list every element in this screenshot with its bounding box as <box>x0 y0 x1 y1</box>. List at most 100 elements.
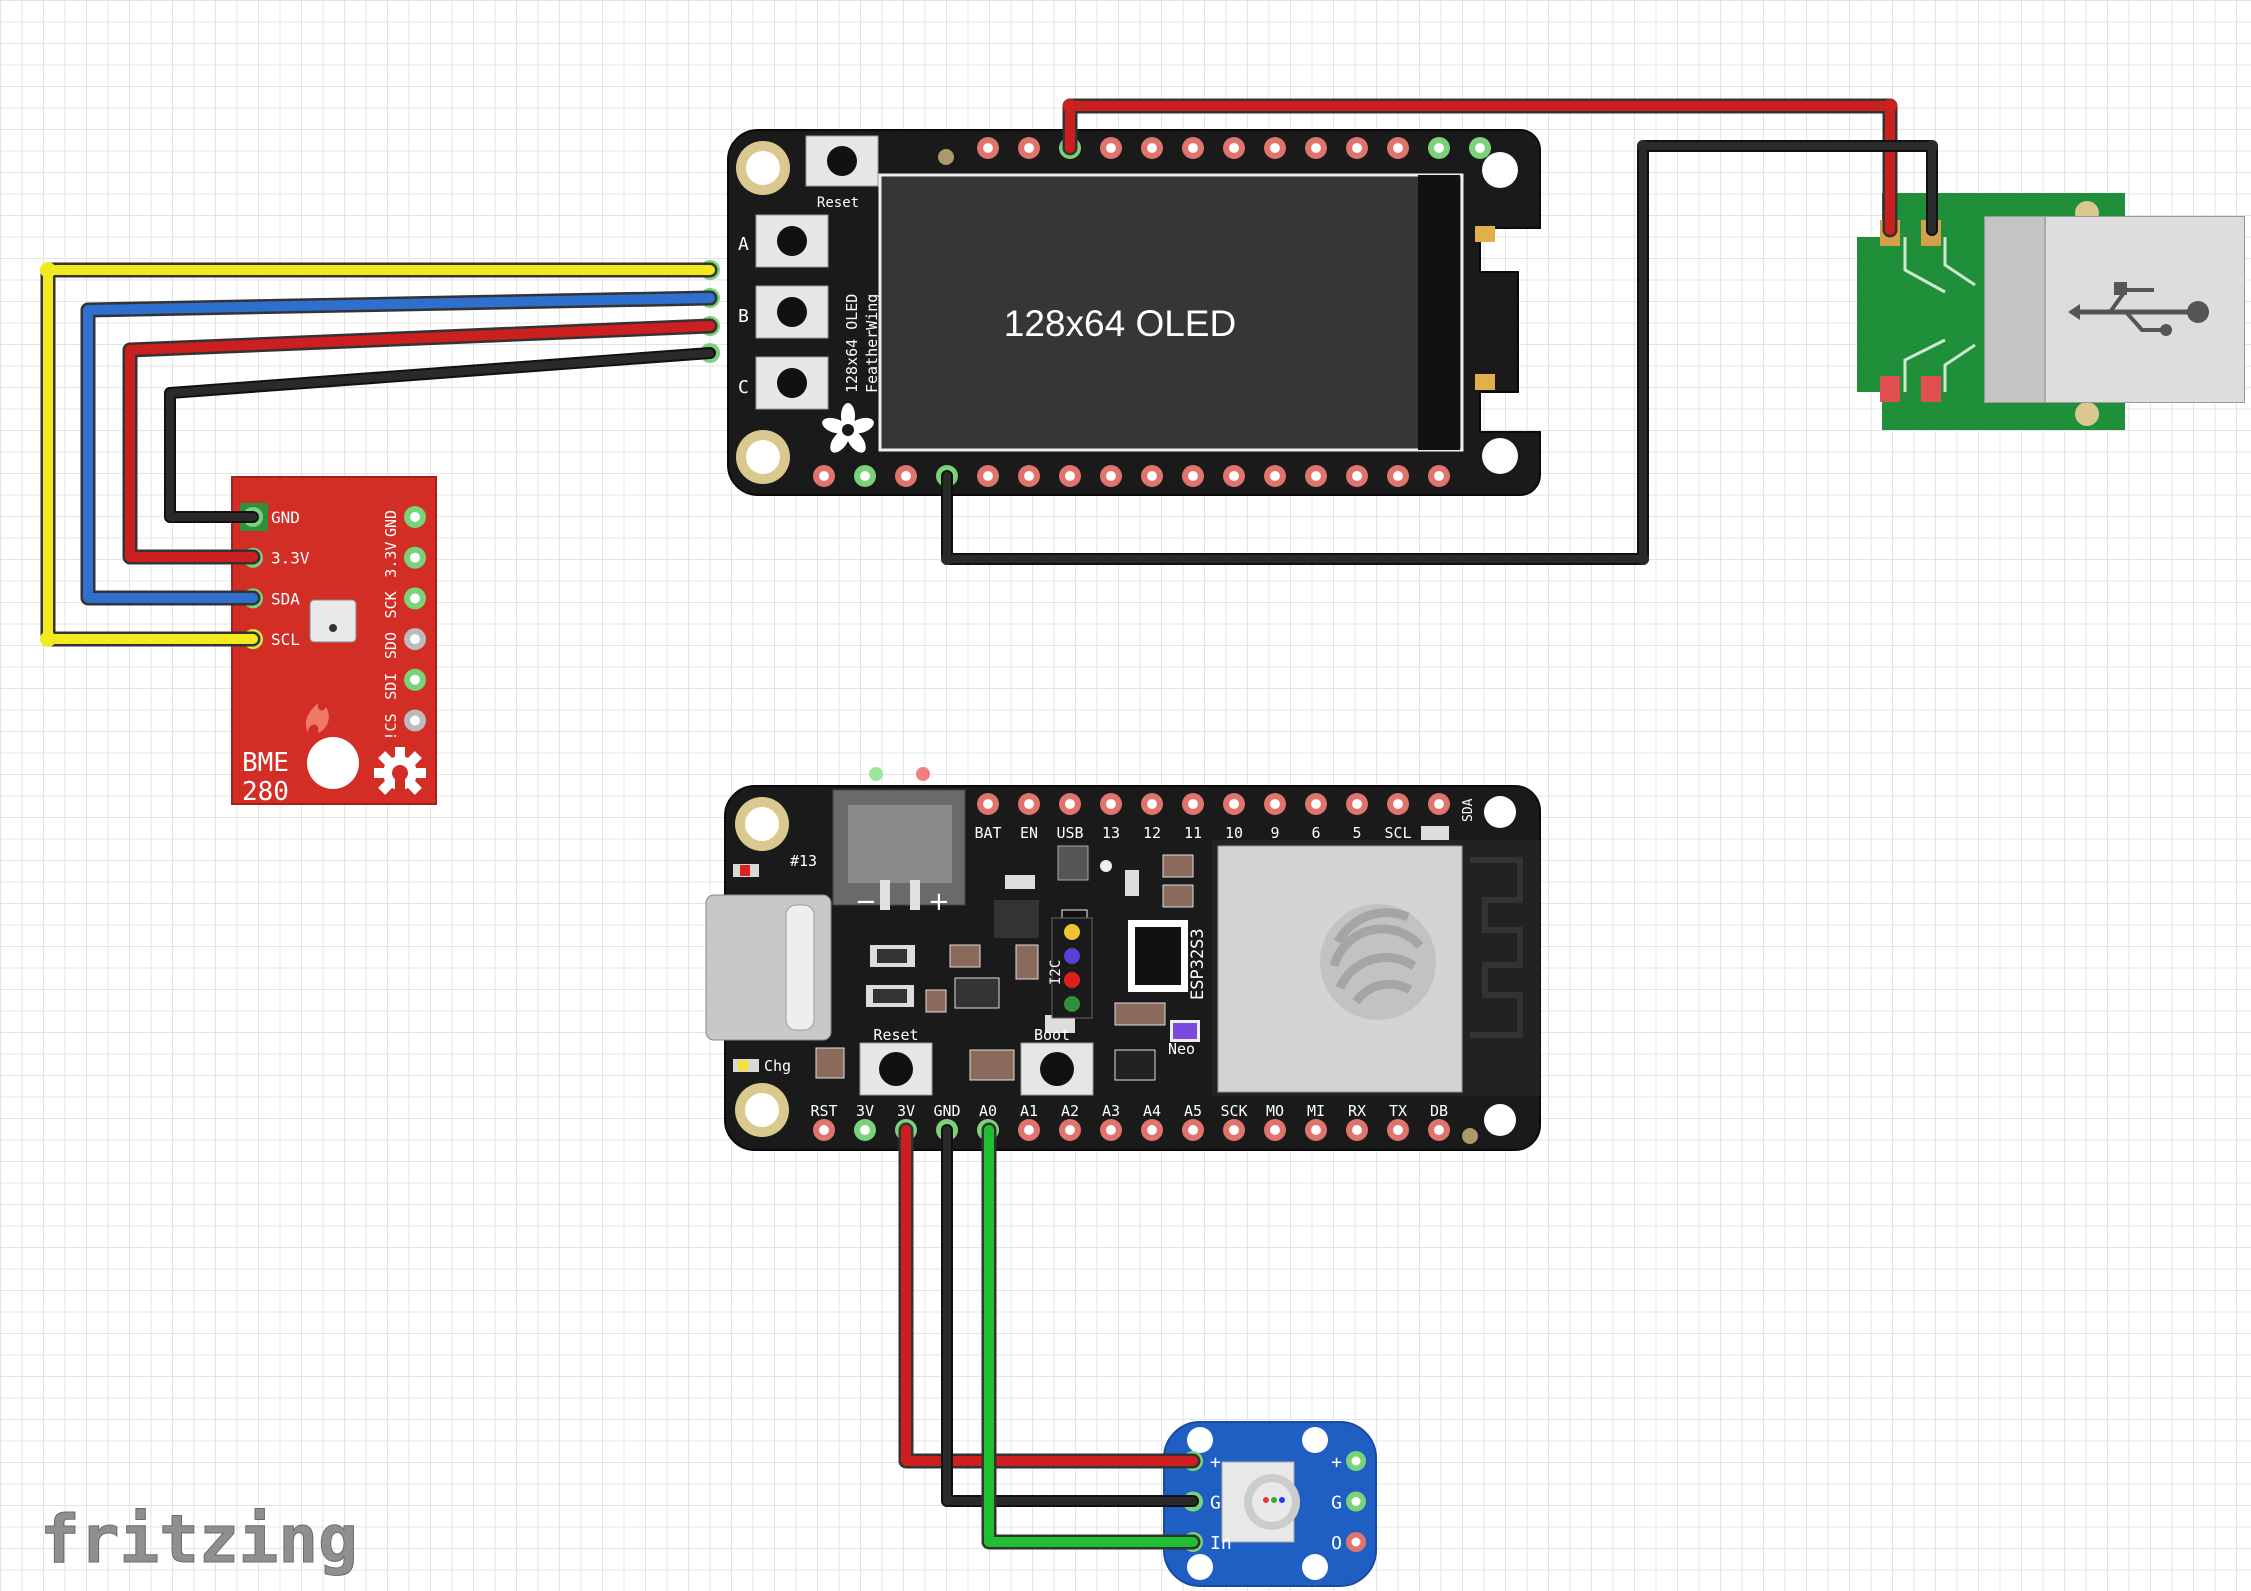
neopixel-right-pin-label: G <box>1331 1493 1342 1514</box>
oled-header-pin[interactable] <box>1469 137 1491 159</box>
esp32-boot-button[interactable] <box>1020 1042 1094 1096</box>
battery-minus-label: − <box>855 887 877 917</box>
bme280-sensor-chip <box>309 599 357 643</box>
oled-header-pin[interactable] <box>1428 465 1450 487</box>
neopixel-right-pin[interactable] <box>1346 1451 1366 1471</box>
esp32-top-pin[interactable] <box>977 793 999 815</box>
bme280-left-pin-label: SCL <box>271 630 300 649</box>
bme280-name-line1: BME <box>242 748 289 778</box>
oled-header-pin[interactable] <box>854 465 876 487</box>
oled-header-pin[interactable] <box>1264 465 1286 487</box>
oled-header-pin[interactable] <box>1100 137 1122 159</box>
oled-header-pin[interactable] <box>1018 137 1040 159</box>
esp32-top-pin-label: 13 <box>1102 824 1120 842</box>
oled-button-a-label: A <box>738 234 749 255</box>
esp32-top-pin[interactable] <box>1428 793 1450 815</box>
esp32-top-pin-label: BAT <box>974 824 1001 842</box>
esp32-top-pin[interactable] <box>1346 793 1368 815</box>
esp32-bottom-pin[interactable] <box>1264 1119 1286 1141</box>
esp32-bottom-pin[interactable] <box>1141 1119 1163 1141</box>
oled-header-pin[interactable] <box>1059 465 1081 487</box>
mounting-hole <box>736 141 790 195</box>
neopixel-right-pin-label: O <box>1331 1533 1342 1554</box>
bme280-left-pin-label: GND <box>271 508 300 527</box>
oled-title: 128x64 OLED <box>1004 303 1236 344</box>
led-13-label: #13 <box>790 852 817 870</box>
esp32-bottom-pin[interactable] <box>1182 1119 1204 1141</box>
oled-header-pin[interactable] <box>1223 137 1245 159</box>
oled-header-pin[interactable] <box>813 465 835 487</box>
oled-header-pin[interactable] <box>1346 465 1368 487</box>
esp32-bottom-pin-label: A0 <box>979 1102 997 1120</box>
neopixel-mounting-hole <box>1187 1427 1213 1453</box>
bme280-right-pin[interactable] <box>404 628 426 651</box>
oled-header-pin[interactable] <box>1182 465 1204 487</box>
oled-header-pin[interactable] <box>1100 465 1122 487</box>
wire-red-usb <box>1062 98 1898 238</box>
oled-header-pin[interactable] <box>1018 465 1040 487</box>
bme280-name-line2: 280 <box>242 777 289 807</box>
esp32-bottom-pin[interactable] <box>1059 1119 1081 1141</box>
esp32-top-pin[interactable] <box>1387 793 1409 815</box>
esp32-top-pin-label: USB <box>1056 824 1083 842</box>
bme280-right-pin[interactable] <box>404 709 426 732</box>
esp32-sda-pad <box>1421 826 1449 840</box>
esp32-top-pin[interactable] <box>1182 793 1204 815</box>
esp32-top-pin[interactable] <box>1141 793 1163 815</box>
esp32-top-pin[interactable] <box>1305 793 1327 815</box>
oled-header-pin[interactable] <box>1387 465 1409 487</box>
bme280-right-pin[interactable] <box>404 587 426 610</box>
esp32-top-pin[interactable] <box>1223 793 1245 815</box>
esp32-bottom-pin[interactable] <box>1100 1119 1122 1141</box>
neopixel-right-pin[interactable] <box>1346 1491 1366 1512</box>
wire-black-usb-gnd <box>941 140 1938 565</box>
bme280-right-pin-label: !CS <box>382 713 400 740</box>
esp32-bottom-pin-label: A4 <box>1143 1102 1161 1120</box>
esp32-bottom-pin[interactable] <box>1223 1119 1245 1141</box>
bme280-mounting-hole <box>307 737 359 789</box>
wire-yellow-scl <box>40 262 718 647</box>
bme280-right-pin[interactable] <box>404 668 426 691</box>
esp32-top-pin[interactable] <box>1059 793 1081 815</box>
oled-button-b[interactable] <box>755 285 829 339</box>
wire-endpoints <box>40 99 1938 647</box>
bme280-right-pin[interactable] <box>404 506 426 528</box>
oled-header-pin[interactable] <box>1264 137 1286 159</box>
mounting-hole <box>735 797 789 851</box>
neopixel-right-pin[interactable] <box>1346 1532 1366 1552</box>
esp32-bottom-pin[interactable] <box>854 1119 876 1141</box>
oled-header-pin[interactable] <box>1387 137 1409 159</box>
esp32-top-pin[interactable] <box>1018 793 1040 815</box>
oled-button-a[interactable] <box>755 214 829 268</box>
oled-header-pin[interactable] <box>1428 137 1450 159</box>
oled-header-pin[interactable] <box>1305 137 1327 159</box>
esp32-bottom-pin[interactable] <box>1387 1119 1409 1141</box>
esp32-bottom-pin[interactable] <box>1018 1119 1040 1141</box>
fpc-pad <box>1475 374 1495 390</box>
esp32-status-dot <box>1462 1128 1478 1144</box>
esp32-top-pin[interactable] <box>1100 793 1122 815</box>
oled-header-pin[interactable] <box>977 137 999 159</box>
oled-header-pin[interactable] <box>1141 137 1163 159</box>
esp32-reset-button[interactable] <box>859 1042 933 1096</box>
oled-header-pin[interactable] <box>1223 465 1245 487</box>
wire-red-3v3 <box>122 318 718 565</box>
wire-red-neopixel <box>898 1122 1201 1469</box>
esp32-bottom-pin[interactable] <box>1346 1119 1368 1141</box>
usb-breakout <box>1857 193 2245 430</box>
esp32-bottom-pin[interactable] <box>1428 1119 1450 1141</box>
oled-header-pin[interactable] <box>977 465 999 487</box>
oled-header-pin[interactable] <box>895 465 917 487</box>
oled-header-pin[interactable] <box>1346 137 1368 159</box>
oled-header-pin[interactable] <box>1182 137 1204 159</box>
esp32-top-pin[interactable] <box>1264 793 1286 815</box>
esp32-bottom-pin[interactable] <box>1305 1119 1327 1141</box>
oled-header-pin[interactable] <box>1141 465 1163 487</box>
wire-black-neopixel <box>941 1124 1199 1507</box>
oled-reset-button[interactable] <box>805 135 879 187</box>
oled-button-c[interactable] <box>755 356 829 410</box>
esp32-bottom-pin[interactable] <box>813 1119 835 1141</box>
bme280-right-pin[interactable] <box>404 546 426 569</box>
oled-header-pin[interactable] <box>1305 465 1327 487</box>
